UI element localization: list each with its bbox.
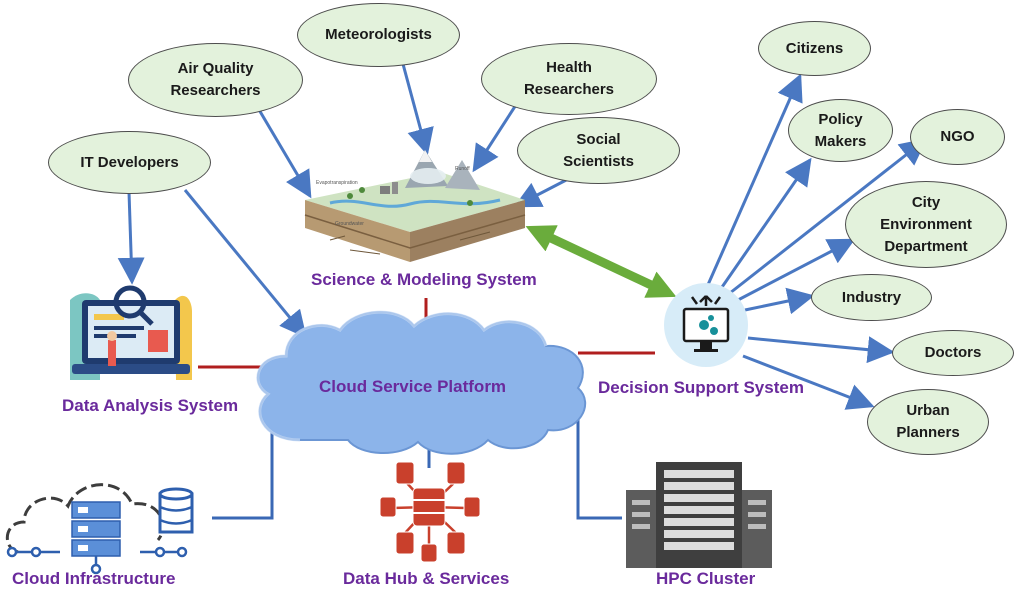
oval-city-environment-department: City Environment Department <box>845 181 1007 268</box>
hydrology-landscape-illustration: Evapotranspiration Runoff Groundwater <box>304 150 526 262</box>
label-data-hub-services: Data Hub & Services <box>343 569 510 588</box>
oval-policy-makers: Policy Makers <box>788 99 893 162</box>
oval-label: Industry <box>841 288 902 306</box>
decision-monitor-icon <box>664 283 748 367</box>
oval-health-researchers: Health Researchers <box>481 43 657 115</box>
oval-label: Doctors <box>924 344 982 361</box>
oval-air-quality-researchers: Air Quality Researchers <box>128 43 303 117</box>
oval-label: Policy Makers <box>814 110 867 150</box>
oval-label: City Environment Department <box>880 193 972 255</box>
cloud-platform-shape <box>256 310 587 455</box>
oval-social-scientists: Social Scientists <box>517 117 680 184</box>
database-hub-icon <box>379 461 481 563</box>
oval-ngo: NGO <box>910 109 1005 165</box>
label-hpc-cluster: HPC Cluster <box>656 569 756 588</box>
oval-label: Social Scientists <box>563 130 634 170</box>
oval-label: Citizens <box>785 39 844 57</box>
data-analysis-laptop-icon <box>70 285 192 380</box>
oval-label: Health Researchers <box>523 59 615 98</box>
label-data-analysis-system: Data Analysis System <box>62 396 239 415</box>
oval-label: IT Developers <box>80 153 179 171</box>
server-rack-icon <box>626 462 772 568</box>
svg-text:Runoff: Runoff <box>455 166 470 172</box>
bidirectional-arrow <box>525 225 677 298</box>
oval-label: NGO <box>940 128 975 145</box>
oval-citizens: Citizens <box>758 21 871 76</box>
svg-text:Groundwater: Groundwater <box>335 221 364 227</box>
oval-label: Meteorologists <box>325 26 432 43</box>
svg-text:Evapotranspiration: Evapotranspiration <box>316 180 358 186</box>
oval-label: Urban Planners <box>896 402 960 441</box>
oval-meteorologists: Meteorologists <box>297 3 460 67</box>
oval-industry: Industry <box>811 274 932 321</box>
oval-it-developers: IT Developers <box>48 131 211 194</box>
oval-urban-planners: Urban Planners <box>867 389 989 455</box>
label-science-modeling-system: Science & Modeling System <box>311 270 537 289</box>
oval-label: Air Quality Researchers <box>170 60 261 99</box>
cloud-server-database-icon <box>6 483 194 575</box>
oval-doctors: Doctors <box>892 330 1014 376</box>
label-cloud-service-platform: Cloud Service Platform <box>319 377 507 396</box>
label-cloud-infrastructure: Cloud Infrastructure <box>12 569 176 588</box>
user-arrows <box>705 73 928 410</box>
label-decision-support-system: Decision Support System <box>598 378 804 397</box>
